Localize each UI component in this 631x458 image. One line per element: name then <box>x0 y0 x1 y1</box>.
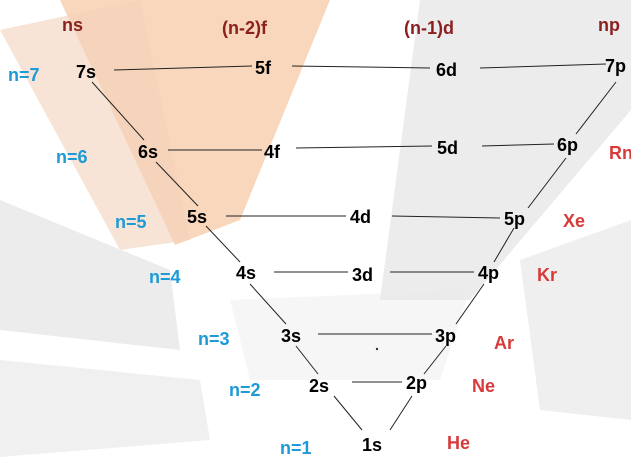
orbital-4d: 4d <box>350 207 372 227</box>
noble-gas-rn: Rn <box>609 143 631 163</box>
orbital-4p: 4p <box>478 263 500 283</box>
line-6p-5p <box>527 157 567 209</box>
line-4d-5p <box>391 215 501 219</box>
orbital-1s: 1s <box>362 435 383 455</box>
watermark-gray-shape <box>0 200 180 350</box>
line-4f-5d <box>295 145 433 149</box>
shell-label-n4: n=4 <box>149 267 181 287</box>
orbital-4s: 4s <box>236 263 257 283</box>
orbital-5s: 5s <box>187 207 208 227</box>
line-5s-4s <box>205 225 241 263</box>
line-2s-1s <box>333 395 363 431</box>
header-np: np <box>598 15 620 35</box>
noble-gas-he: He <box>447 433 471 453</box>
line-4s-3s <box>249 283 287 325</box>
header-d: (n-1)d <box>404 18 454 38</box>
header-ns: ns <box>62 15 84 35</box>
line-4p-3p <box>455 283 485 325</box>
orbital-7s: 7s <box>76 62 97 82</box>
orbital-5d: 5d <box>437 138 459 158</box>
line-3s-2s <box>295 345 319 375</box>
line-6s-5s <box>155 161 199 207</box>
orbital-6p: 6p <box>557 135 579 155</box>
orbital-3p: 3p <box>435 326 457 346</box>
shell-label-n2: n=2 <box>229 380 261 400</box>
line-5p-4p <box>493 227 515 263</box>
watermark-peach-shape <box>0 0 190 250</box>
orbital-4f: 4f <box>264 142 281 162</box>
shell-label-n1: n=1 <box>280 438 312 458</box>
line-2p-1s <box>389 395 413 431</box>
orbital-5f: 5f <box>255 58 272 78</box>
orbital-7p: 7p <box>605 56 627 76</box>
line-6d-7p <box>479 63 607 69</box>
line-5d-6p <box>481 143 555 147</box>
orbital-3d: 3d <box>352 265 374 285</box>
noble-gas-ar: Ar <box>494 333 515 353</box>
shell-label-n5: n=5 <box>115 212 147 232</box>
watermark-gray-shape <box>230 290 470 380</box>
line-5f-6d <box>291 65 431 69</box>
shell-label-n6: n=6 <box>56 147 88 167</box>
orbital-6s: 6s <box>138 142 159 162</box>
line-7s-6s <box>91 81 145 141</box>
watermark-gray-shape <box>0 360 210 457</box>
noble-gas-xe: Xe <box>563 211 586 231</box>
orbital-2s: 2s <box>309 376 330 396</box>
orbital-3s: 3s <box>281 326 302 346</box>
connector-lines <box>91 63 617 431</box>
orbital-5p: 5p <box>504 209 526 229</box>
orbital-2p: 2p <box>406 373 428 393</box>
shell-label-n7: n=7 <box>8 65 40 85</box>
noble-gas-kr: Kr <box>537 265 558 285</box>
line-7s-5f <box>113 65 253 71</box>
noble-gas-ne: Ne <box>472 376 496 396</box>
watermark-gray-shape <box>380 0 631 300</box>
header-f: (n-2)f <box>222 18 267 38</box>
orbital-6d: 6d <box>436 60 458 80</box>
line-7p-6p <box>575 81 617 135</box>
watermark-gray-shape <box>520 220 631 420</box>
line-3p-2p <box>423 345 447 375</box>
shell-label-n3: n=3 <box>198 329 230 349</box>
stray-dot <box>375 347 379 351</box>
